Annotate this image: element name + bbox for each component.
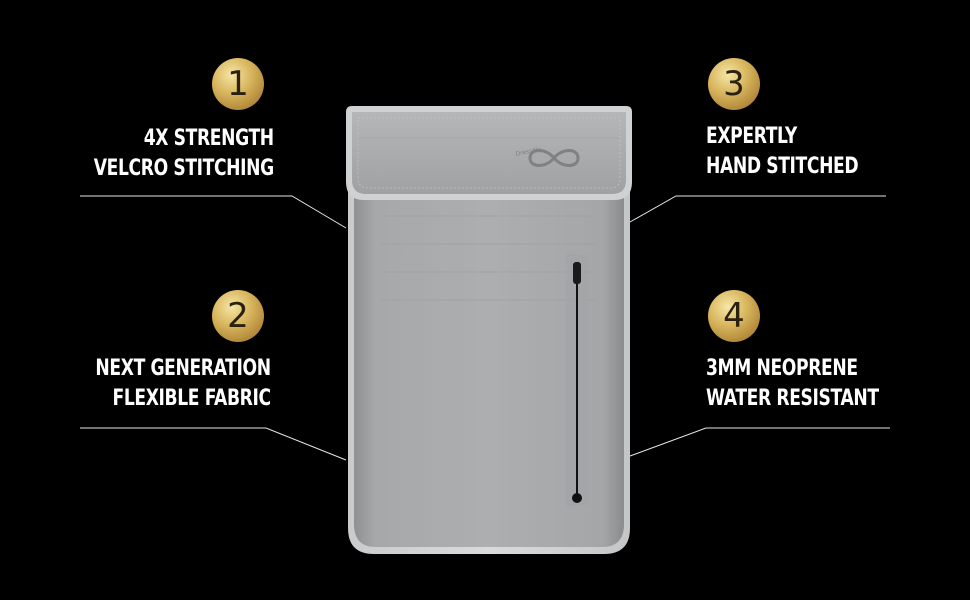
feature-3-line-2: HAND STITCHED <box>706 154 859 179</box>
infinity-icon <box>528 149 580 167</box>
feature-label-3: EXPERTLY HAND STITCHED <box>706 122 859 182</box>
feature-4-line-2: WATER RESISTANT <box>706 386 879 411</box>
feature-label-1: 4X STRENGTH VELCRO STITCHING <box>94 124 274 184</box>
zipper-stop <box>572 493 582 503</box>
zipper-pull <box>573 262 581 284</box>
feature-3-line-1: EXPERTLY <box>706 124 797 149</box>
feature-label-2: NEXT GENERATION FLEXIBLE FABRIC <box>95 354 272 414</box>
pouch-flap <box>352 112 626 194</box>
badge-number-3: 3 <box>708 58 760 110</box>
pouch-illustration: Dressdiy <box>346 106 632 554</box>
feature-label-4: 3MM NEOPRENE WATER RESISTANT <box>706 354 879 414</box>
badge-number-2: 2 <box>212 290 264 342</box>
feature-4-line-1: 3MM NEOPRENE <box>706 356 858 381</box>
feature-1-line-2: VELCRO STITCHING <box>93 156 274 181</box>
leader-line-4 <box>629 427 890 457</box>
leader-line-3 <box>629 195 886 223</box>
pouch-body <box>354 134 624 547</box>
feature-2-line-2: FLEXIBLE FABRIC <box>112 386 272 411</box>
badge-number-1: 1 <box>212 58 264 110</box>
feature-2-line-1: NEXT GENERATION <box>95 356 272 381</box>
leader-line-2 <box>80 427 347 461</box>
feature-1-line-1: 4X STRENGTH <box>143 126 274 151</box>
leader-line-1 <box>80 195 347 229</box>
badge-number-4: 4 <box>708 290 760 342</box>
zipper-pocket <box>566 254 588 506</box>
product-pouch: Dressdiy <box>344 104 634 556</box>
